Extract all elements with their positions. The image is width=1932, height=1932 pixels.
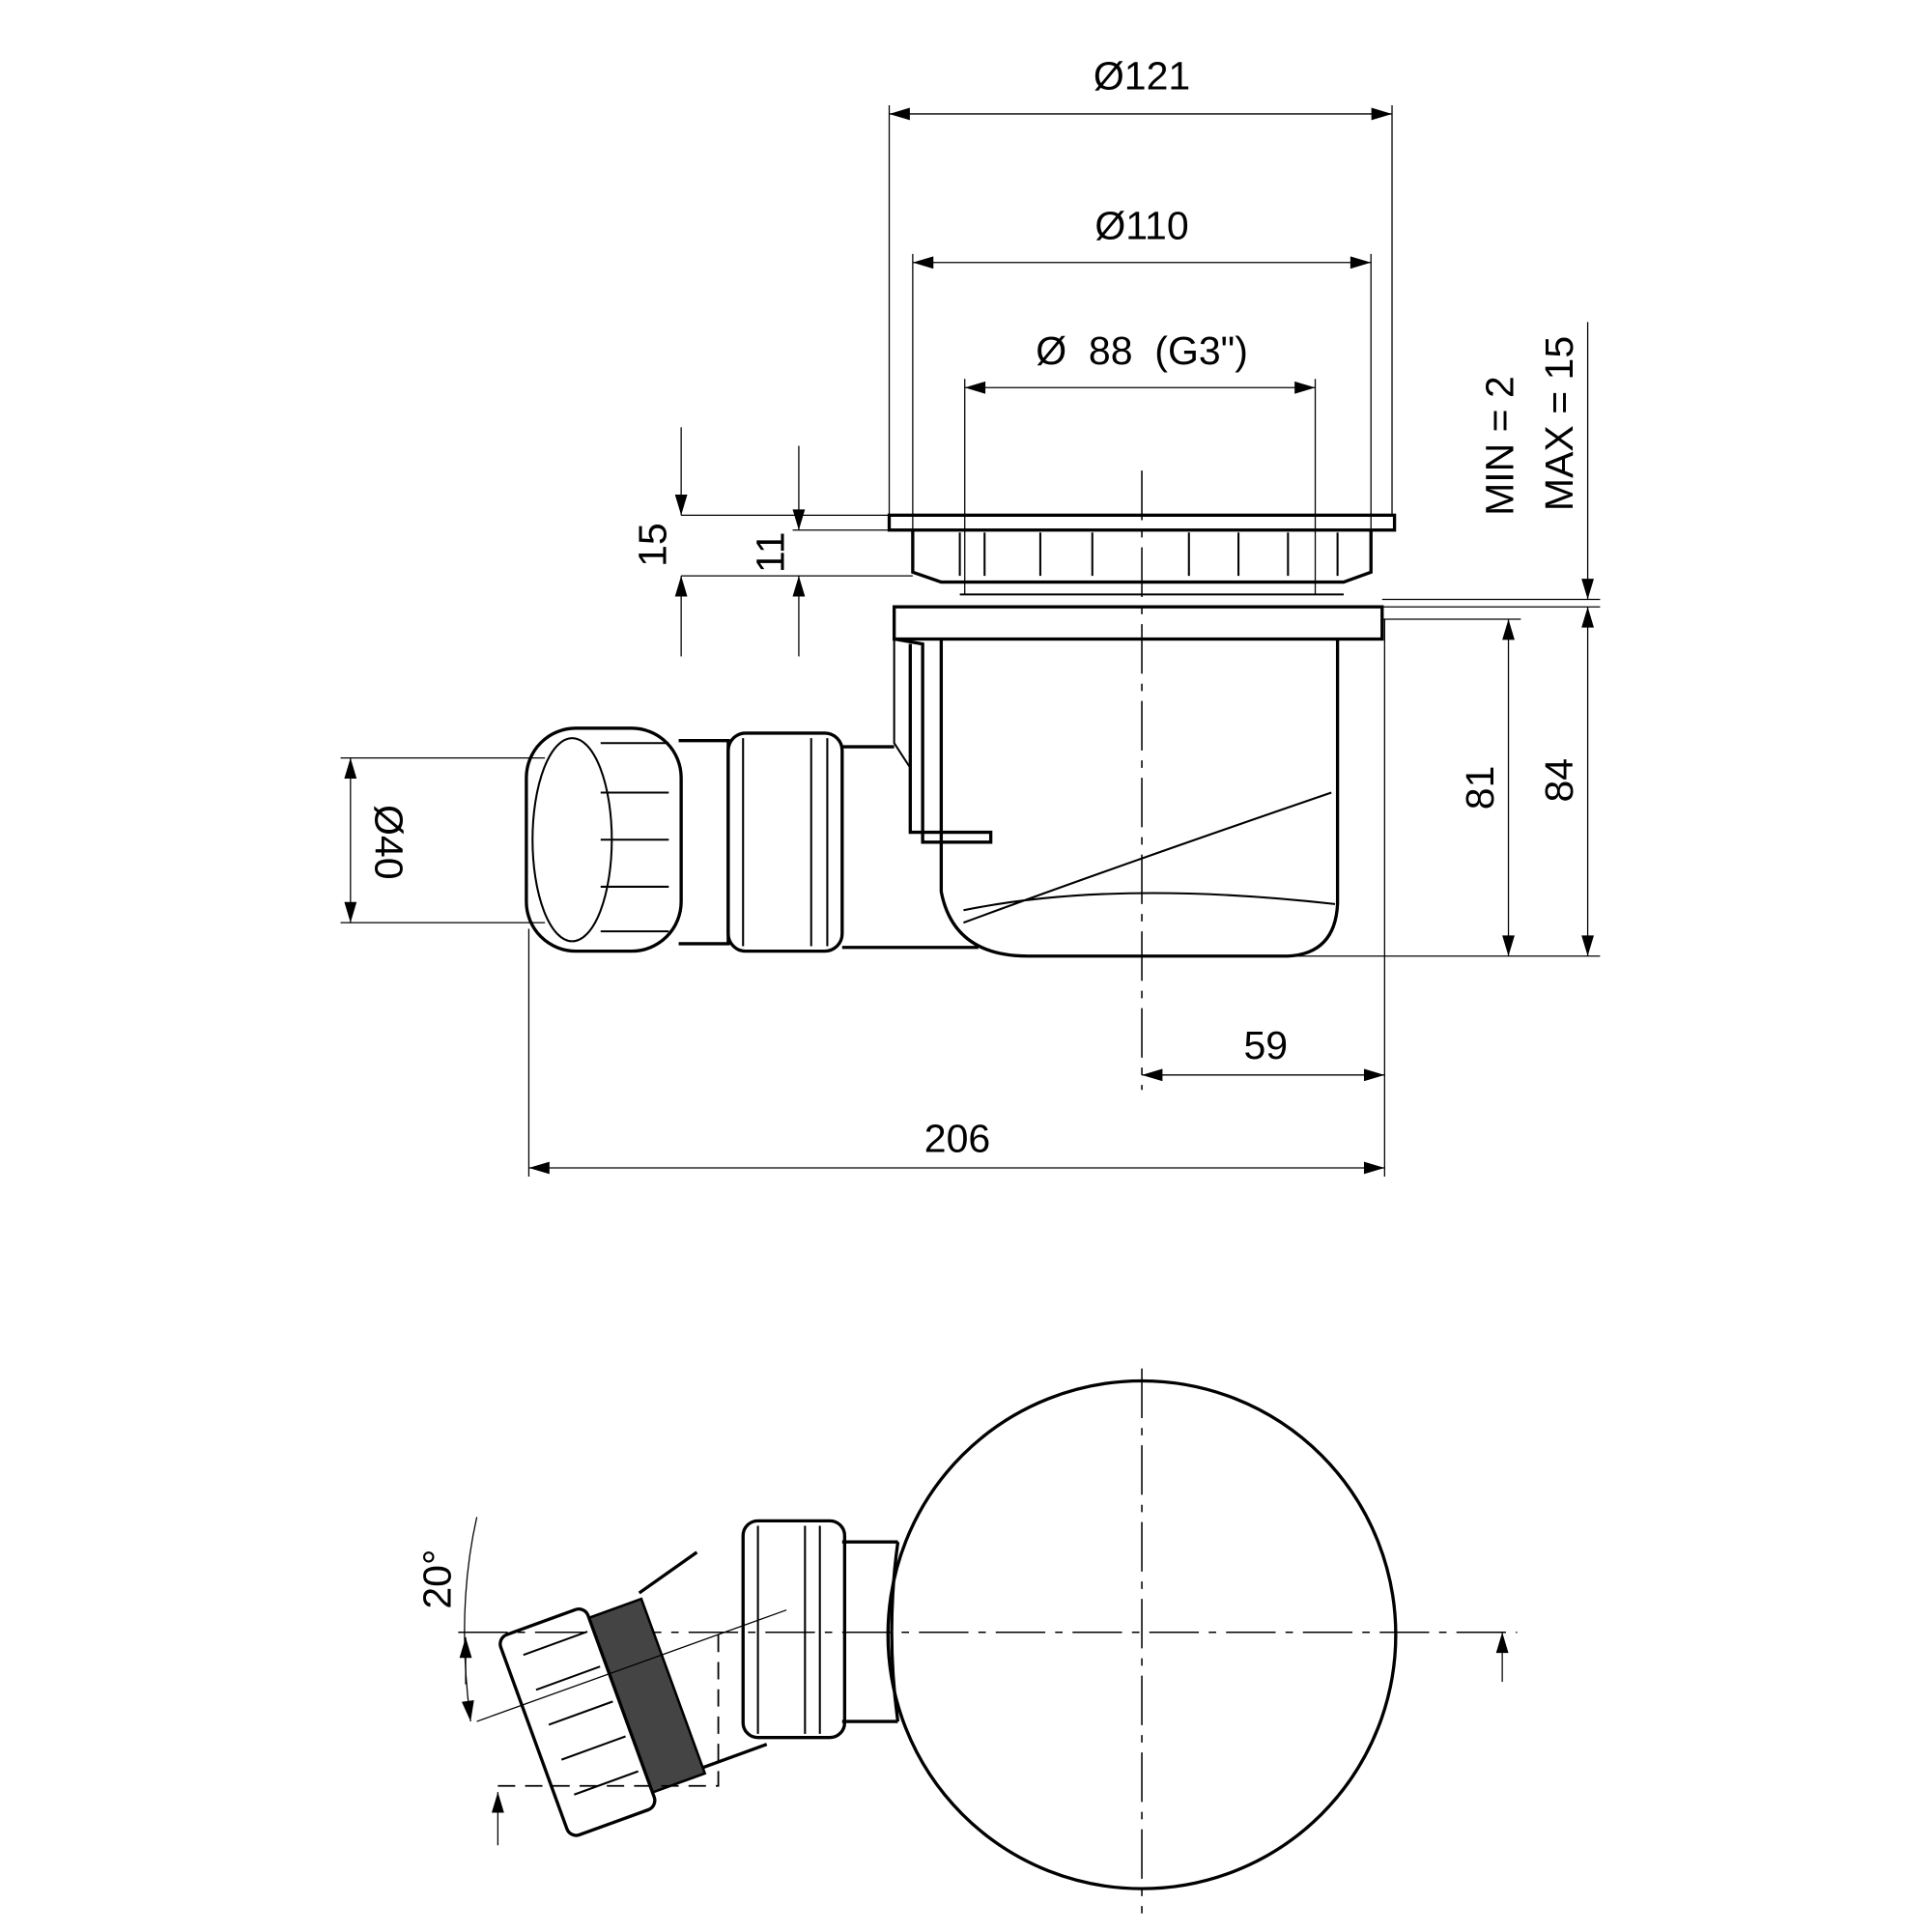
pipe-collar-top	[741, 1519, 847, 1740]
union-nut-top	[498, 1607, 657, 1837]
dim-height-15: 15	[631, 523, 675, 567]
dim-diameter-121: Ø121	[1094, 53, 1190, 98]
dim-angle-20: 20°	[415, 1549, 460, 1609]
dim-height-81: 81	[1458, 766, 1502, 810]
dim-width-206: 206	[924, 1116, 990, 1160]
dimension-lines	[340, 104, 1601, 1177]
side-view: Ø121 Ø110 Ø 88 (G3") 15 11 MIN = 2 MAX =…	[340, 53, 1601, 1177]
ring-slots	[958, 532, 1339, 577]
trap-insert	[894, 637, 993, 844]
angled-union	[498, 1550, 768, 1837]
outlet-stub	[841, 1540, 898, 1723]
grate-ring	[911, 529, 1373, 584]
union-nut	[525, 726, 683, 953]
dim-diameter-110: Ø110	[1094, 203, 1188, 247]
top-view: 20°	[415, 1368, 1518, 1914]
dim-width-59: 59	[1243, 1023, 1288, 1067]
thread	[587, 1597, 707, 1795]
dim-max: MAX = 15	[1537, 336, 1581, 511]
dim-diameter-88: Ø 88 (G3")	[1036, 328, 1248, 373]
dim-height-84: 84	[1537, 758, 1581, 803]
dim-height-11: 11	[749, 532, 793, 574]
dim-min: MIN = 2	[1478, 376, 1522, 516]
grate-flange	[887, 513, 1397, 532]
drain-body	[939, 639, 1340, 958]
outlet-pipe	[841, 745, 979, 950]
body-flange	[892, 605, 1384, 641]
dim-diameter-40: Ø40	[366, 805, 411, 880]
pipe-collar	[726, 731, 844, 953]
